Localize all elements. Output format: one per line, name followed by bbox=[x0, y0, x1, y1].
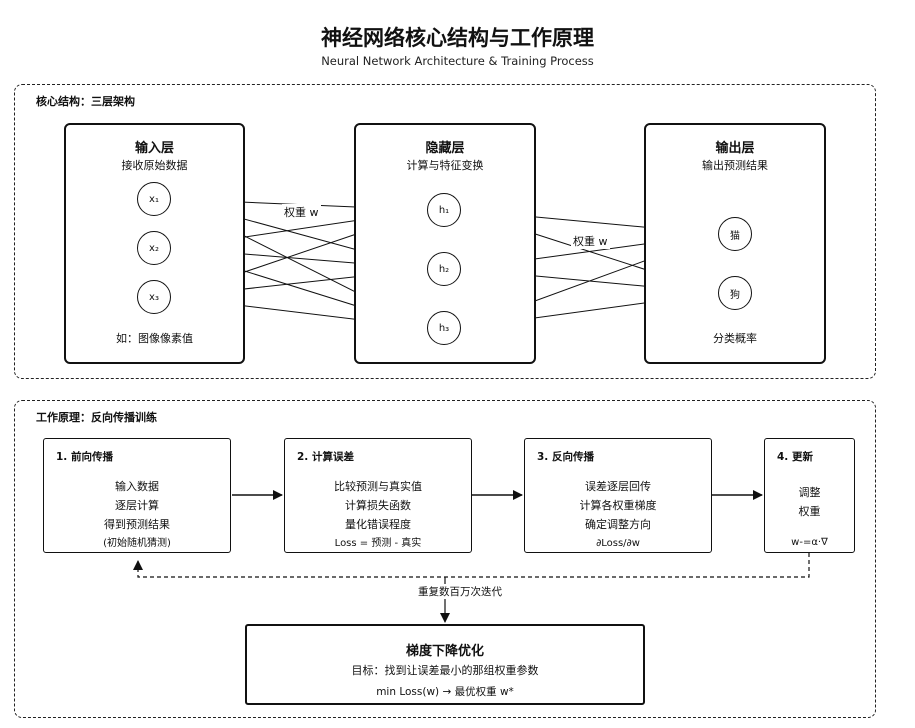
output-node-cat: 猫 bbox=[718, 217, 752, 251]
hidden-node-h1: h₁ bbox=[427, 193, 461, 227]
output-layer-note: 分类概率 bbox=[713, 332, 757, 345]
step-4-note: w-=α·∇ bbox=[791, 537, 828, 548]
step-4-line: 调整 bbox=[798, 486, 821, 499]
output-layer-title: 输出层 bbox=[715, 141, 755, 156]
hidden-layer-box: 隐藏层 计算与特征变换 bbox=[354, 123, 536, 364]
step-2-line: 比较预测与真实值 bbox=[334, 480, 422, 493]
step-1-line: 得到预测结果 bbox=[104, 518, 170, 531]
structure-section-label: 核心结构：三层架构 bbox=[36, 95, 135, 108]
step-backpropagation: 3. 反向传播 误差逐层回传 计算各权重梯度 确定调整方向 ∂Loss/∂w bbox=[524, 438, 712, 553]
step-update-weights: 4. 更新 调整 权重 w-=α·∇ bbox=[764, 438, 855, 553]
output-node-dog: 狗 bbox=[718, 276, 752, 310]
input-node-x1: x₁ bbox=[137, 182, 171, 216]
step-2-line: 计算损失函数 bbox=[345, 499, 411, 512]
step-1-line: 输入数据 bbox=[115, 480, 159, 493]
page-subtitle: Neural Network Architecture & Training P… bbox=[321, 54, 594, 68]
input-layer-box: 输入层 接收原始数据 如：图像像素值 bbox=[64, 123, 245, 364]
step-3-note: ∂Loss/∂w bbox=[596, 538, 640, 549]
training-section-label: 工作原理：反向传播训练 bbox=[36, 411, 157, 424]
step-2-note: Loss = 预测 - 真实 bbox=[334, 538, 422, 549]
step-4-line: 权重 bbox=[798, 505, 821, 518]
step-3-line: 确定调整方向 bbox=[585, 518, 651, 531]
input-layer-title: 输入层 bbox=[134, 141, 174, 156]
step-1-title: 1. 前向传播 bbox=[56, 451, 113, 463]
hidden-node-h2: h₂ bbox=[427, 252, 461, 286]
input-node-x2: x₂ bbox=[137, 231, 171, 265]
gradient-descent-formula: min Loss(w) → 最优权重 w* bbox=[376, 686, 514, 698]
input-layer-note: 如：图像像素值 bbox=[116, 332, 193, 345]
step-2-body: 比较预测与真实值 计算损失函数 量化错误程度 Loss = 预测 - 真实 bbox=[285, 477, 471, 553]
step-3-title: 3. 反向传播 bbox=[537, 451, 594, 463]
step-2-title: 2. 计算误差 bbox=[297, 451, 354, 463]
training-section bbox=[14, 400, 876, 718]
repeat-iterations-label: 重复数百万次迭代 bbox=[380, 584, 540, 599]
output-layer-box: 输出层 输出预测结果 分类概率 bbox=[644, 123, 826, 364]
gradient-descent-title: 梯度下降优化 bbox=[405, 644, 484, 659]
step-forward-propagation: 1. 前向传播 输入数据 逐层计算 得到预测结果 (初始随机猜测) bbox=[43, 438, 231, 553]
weight-label-hidden-output: 权重 w bbox=[571, 233, 610, 249]
gradient-descent-goal: 目标：找到让误差最小的那组权重参数 bbox=[351, 664, 539, 677]
step-1-line: 逐层计算 bbox=[115, 499, 159, 512]
gradient-descent-box: 梯度下降优化 目标：找到让误差最小的那组权重参数 min Loss(w) → 最… bbox=[245, 624, 645, 705]
step-compute-error: 2. 计算误差 比较预测与真实值 计算损失函数 量化错误程度 Loss = 预测… bbox=[284, 438, 472, 553]
step-3-body: 误差逐层回传 计算各权重梯度 确定调整方向 ∂Loss/∂w bbox=[525, 477, 711, 553]
weight-label-input-hidden: 权重 w bbox=[282, 204, 321, 220]
step-4-body: 调整 权重 w-=α·∇ bbox=[765, 483, 854, 552]
step-3-line: 计算各权重梯度 bbox=[579, 499, 657, 512]
step-1-body: 输入数据 逐层计算 得到预测结果 (初始随机猜测) bbox=[44, 477, 230, 553]
step-1-note: (初始随机猜测) bbox=[103, 538, 171, 549]
step-4-title: 4. 更新 bbox=[777, 451, 813, 463]
hidden-layer-subtitle: 计算与特征变换 bbox=[406, 159, 484, 172]
step-3-line: 误差逐层回传 bbox=[585, 480, 651, 493]
page-title: 神经网络核心结构与工作原理 bbox=[321, 26, 594, 50]
structure-section bbox=[14, 84, 876, 379]
step-2-line: 量化错误程度 bbox=[345, 518, 411, 531]
input-node-x3: x₃ bbox=[137, 280, 171, 314]
input-layer-subtitle: 接收原始数据 bbox=[121, 159, 188, 172]
output-layer-subtitle: 输出预测结果 bbox=[702, 159, 768, 172]
hidden-node-h3: h₃ bbox=[427, 311, 461, 345]
hidden-layer-title: 隐藏层 bbox=[425, 141, 465, 156]
